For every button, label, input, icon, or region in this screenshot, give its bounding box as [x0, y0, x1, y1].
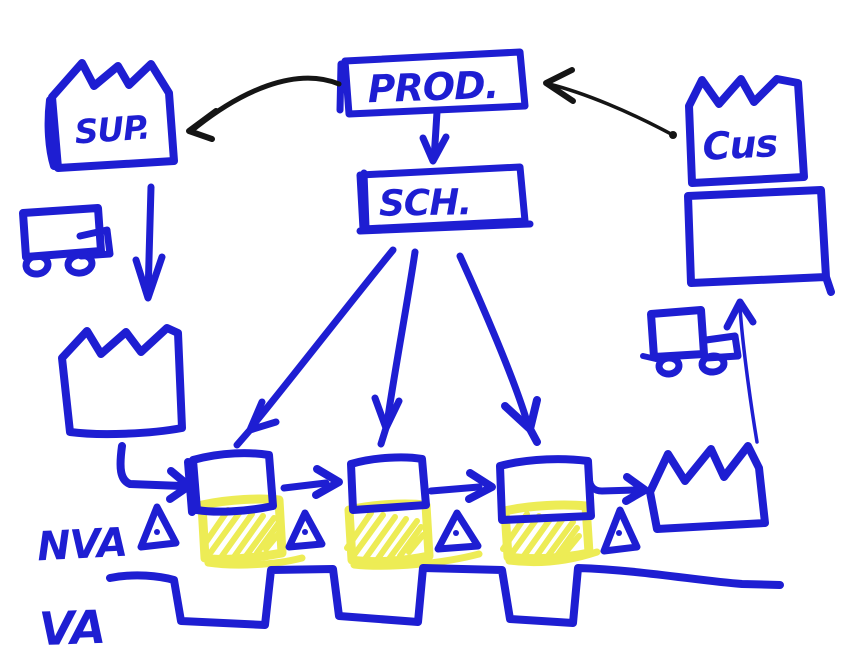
arrow-line	[456, 252, 532, 429]
va-label: VA	[38, 600, 106, 650]
arrow-head	[543, 67, 576, 104]
process-box-2	[347, 453, 430, 514]
arrow-line	[250, 246, 397, 428]
arrow-process-3-to-shipping	[585, 473, 649, 505]
truck-wheel-rear	[22, 252, 52, 278]
changeover-highlight-1	[197, 494, 306, 569]
truck-ground-tick	[640, 353, 659, 362]
customer-node: Cus	[684, 75, 835, 296]
arrow-curve	[192, 75, 342, 131]
supplier-node: SUP.	[44, 59, 178, 172]
truck-body	[647, 306, 708, 361]
arrow-head	[622, 473, 649, 505]
production-node: PROD.	[336, 48, 529, 118]
arrow-head	[312, 465, 343, 499]
customer-factory-icon	[685, 75, 808, 187]
nva-label: NVA	[36, 520, 128, 571]
triangle-outline	[285, 509, 326, 551]
shipping-factory-icon	[646, 442, 769, 533]
plant-factory-icon	[58, 324, 186, 439]
factory-outline	[646, 442, 769, 533]
box-outline	[184, 449, 277, 516]
arrow-head	[501, 396, 541, 446]
arrow-process-1-to-2	[280, 465, 343, 499]
production-box	[336, 48, 529, 118]
arrow-head	[723, 298, 757, 331]
arrow-supplier-to-plant	[132, 183, 166, 302]
highlight-box-1	[197, 494, 287, 564]
triangle-dot	[616, 530, 622, 536]
arrow-head	[186, 108, 219, 142]
arrow-head	[132, 253, 166, 302]
arrow-line	[144, 183, 155, 300]
arrow-head	[371, 394, 403, 448]
arrow-schedule-to-process-1	[233, 246, 397, 449]
arrow-head	[233, 398, 280, 449]
production-label: PROD.	[367, 63, 499, 112]
arrow-line	[116, 442, 186, 490]
schedule-box	[356, 163, 534, 235]
highlight-underline-2	[350, 550, 483, 570]
arrow-curve	[547, 82, 673, 136]
arrow-line	[738, 305, 759, 444]
inventory-triangle-1	[137, 503, 180, 551]
arrow-customer-to-production	[543, 67, 677, 139]
highlight-hatch-2	[344, 510, 426, 563]
arrow-line	[280, 479, 330, 492]
arrow-process-2-to-3	[427, 469, 496, 503]
customer-receiving-box	[684, 186, 835, 296]
customer-label: Cus	[701, 121, 778, 169]
triangle-dot	[302, 529, 308, 535]
truck-body	[19, 204, 105, 261]
inventory-triangle-3	[434, 509, 482, 553]
box-outline	[347, 453, 430, 514]
truck-wheel-front	[698, 352, 728, 376]
inbound-truck-icon	[19, 204, 114, 278]
arrow-head	[419, 133, 450, 165]
highlight-underline-3	[505, 548, 601, 567]
arrow-schedule-to-process-2	[371, 248, 419, 448]
arrow-production-to-supplier	[186, 75, 342, 142]
outbound-truck-icon	[640, 306, 742, 378]
triangle-outline	[600, 506, 641, 555]
triangle-outline	[434, 509, 482, 553]
inventory-triangle-4	[600, 506, 641, 555]
schedule-node: SCH.	[356, 163, 534, 235]
triangle-outline	[137, 503, 180, 551]
highlight-underline-1	[204, 554, 306, 569]
arrow-schedule-to-process-3	[456, 252, 541, 446]
inventory-triangle-2	[285, 509, 326, 551]
ladder-line	[106, 564, 784, 629]
schedule-label: SCH.	[379, 182, 472, 225]
highlight-hatch-3	[500, 511, 582, 564]
arrow-shipping-to-customer	[723, 298, 759, 444]
truck-wheel-rear	[655, 354, 683, 378]
arrow-head	[465, 469, 496, 503]
process-box-1	[184, 449, 277, 516]
supplier-factory-icon	[44, 59, 178, 172]
triangle-dot	[453, 530, 459, 536]
supplier-label: SUP.	[73, 107, 150, 151]
arrow-line	[383, 248, 419, 428]
factory-outline	[58, 324, 186, 439]
arrow-line	[585, 474, 640, 495]
truck-wheel-front	[64, 251, 96, 277]
arrow-line	[427, 483, 483, 495]
truck-cab	[76, 226, 114, 260]
lead-time-ladder	[106, 564, 784, 629]
triangle-dot	[154, 529, 160, 535]
highlight-hatch-1	[201, 507, 283, 560]
changeover-highlight-3	[500, 500, 601, 567]
arrow-plant-to-process-1	[116, 442, 193, 503]
arrow-production-to-schedule	[419, 108, 450, 165]
